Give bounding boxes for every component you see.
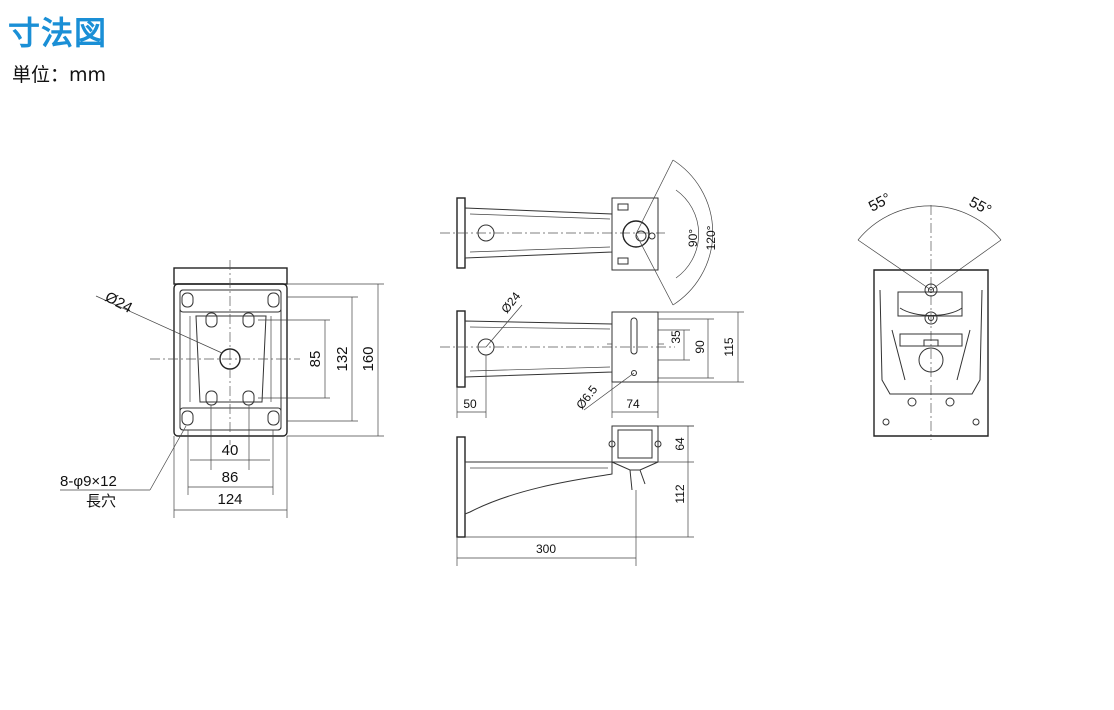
dim-74: 74 xyxy=(626,397,640,411)
end-housing xyxy=(873,269,989,437)
front-view: Ø24 85 132 160 40 86 124 8-φ9×12 長穴 xyxy=(60,260,384,518)
wall-plate xyxy=(456,436,466,538)
slot-note: 8-φ9×12 xyxy=(60,473,117,490)
dim-90: 90 xyxy=(693,340,707,354)
dim-115: 115 xyxy=(722,337,736,356)
bottom-view: 64 112 300 xyxy=(456,425,694,566)
side-view: Ø24 Ø6.5 35 90 115 50 74 xyxy=(440,289,744,418)
dim-160: 160 xyxy=(360,346,377,371)
angle-90-label: 90° xyxy=(686,229,700,247)
mounting-slots xyxy=(181,292,280,426)
dim-64: 64 xyxy=(673,437,687,451)
dim-86: 86 xyxy=(222,469,239,486)
dim-50: 50 xyxy=(463,397,477,411)
wall-plate xyxy=(456,310,466,388)
dim-112: 112 xyxy=(673,484,687,503)
slot-note-2: 長穴 xyxy=(86,493,116,510)
dim-124: 124 xyxy=(217,491,242,508)
unit-label: 単位：mm xyxy=(12,64,107,86)
top-view: 90° 120° xyxy=(440,159,718,306)
angle-120-label: 120° xyxy=(704,225,718,250)
dim-132: 132 xyxy=(334,346,351,371)
dim-300: 300 xyxy=(536,542,556,556)
end-view: 55° 55° xyxy=(857,190,1002,440)
screw-dia-label: Ø6.5 xyxy=(573,382,600,411)
dim-85: 85 xyxy=(307,351,324,368)
page-title: 寸法図 xyxy=(8,14,108,52)
top-flange xyxy=(173,267,288,285)
base-plate xyxy=(173,283,288,437)
angle-left-label: 55° xyxy=(866,190,894,216)
dim-40: 40 xyxy=(222,442,239,459)
hole-dia-label: Ø24 xyxy=(102,289,135,317)
dim-35: 35 xyxy=(669,330,683,344)
hole-dia-label-2: Ø24 xyxy=(498,289,523,316)
